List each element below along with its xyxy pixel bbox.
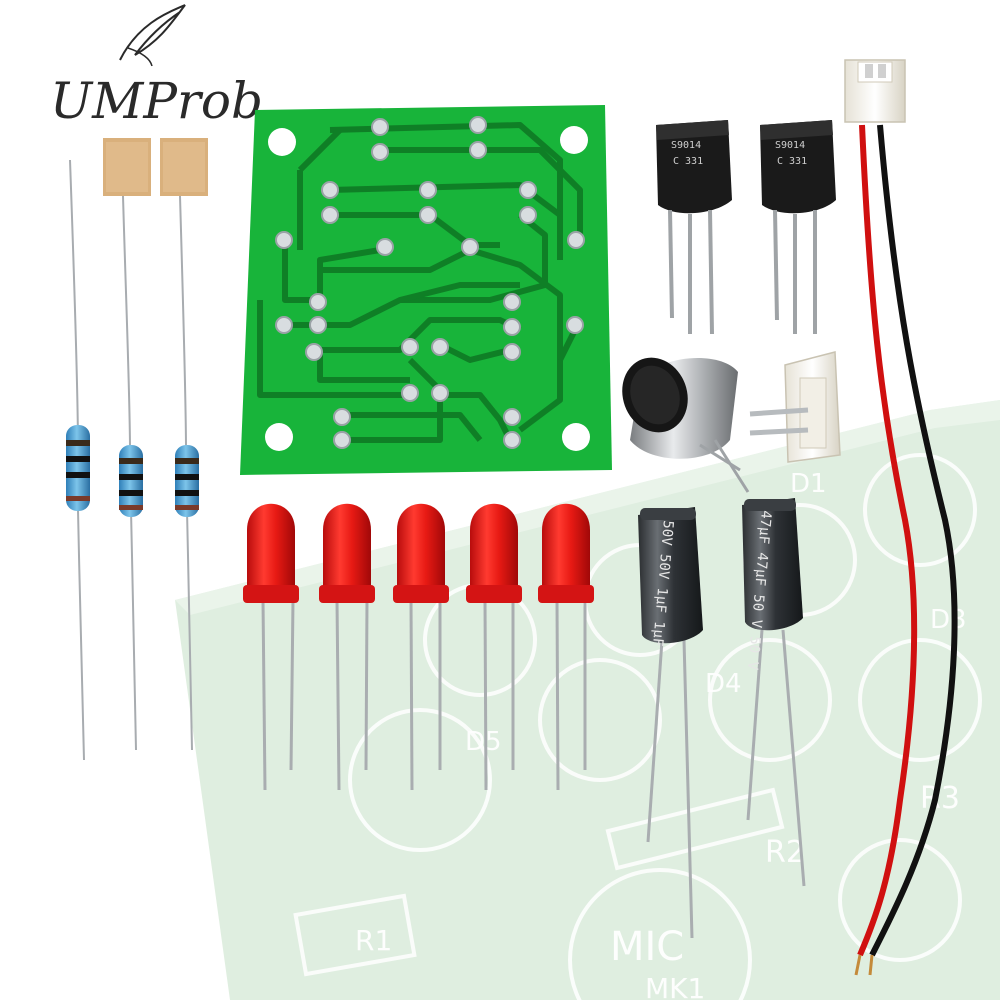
microphone [622,357,750,493]
silk-label: D5 [465,727,502,757]
red-led [243,503,299,791]
pin-header [749,351,841,463]
wire-cable [844,59,958,976]
silk-label: D1 [790,469,827,499]
red-led [466,503,522,791]
brand-logo-text: UMProb [50,72,263,130]
red-led [538,503,594,791]
transistor-marking: C 331 [777,156,807,167]
electrolytic-capacitor: 50V 50V 1μF 1μF [638,507,703,939]
resistor [66,159,90,761]
main-pcb [240,105,612,475]
transistor-marking: C 331 [673,156,703,167]
silk-label: MK1 [645,972,705,1000]
transistor: S9014 C 331 [760,120,836,334]
silk-label: R1 [355,924,392,957]
resistor [103,138,151,751]
silk-label: R2 [765,835,805,870]
silk-label: MIC [610,924,684,970]
resistors [66,138,208,761]
resistor [160,138,208,751]
transistor: S9014 C 331 [656,120,732,335]
red-led [319,503,375,791]
transistor-marking: S9014 [671,140,701,151]
leds [243,503,594,791]
red-led [393,503,449,791]
transistors: S9014 C 331 S9014 C 331 [656,120,836,335]
silk-label: D3 [930,605,967,635]
brand-logo: UMProb [50,4,263,130]
transistor-marking: S9014 [775,140,805,151]
silk-label: D4 [705,669,742,699]
